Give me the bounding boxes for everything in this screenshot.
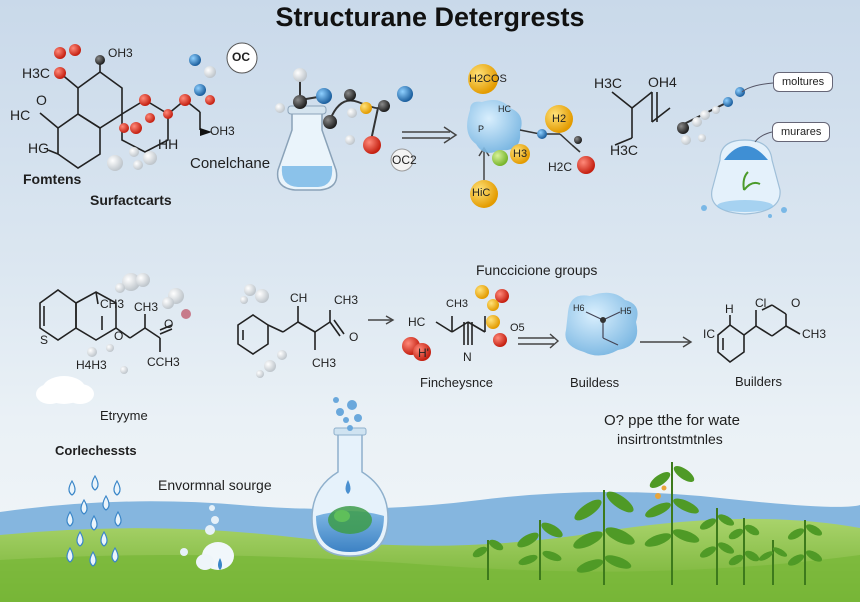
chem-h: H (725, 302, 734, 316)
reaction-complex (467, 64, 595, 208)
chem-o-3: O (164, 317, 174, 331)
chem-hc-bubble: HC (498, 104, 511, 114)
label-eryyme: Etryyme (100, 408, 148, 423)
label-note-line1: O? ppe tthe for wate (604, 412, 740, 429)
chem-o-1: O (36, 92, 47, 108)
label-buildess: Buildess (570, 375, 620, 390)
chem-h-prime: H' (418, 346, 429, 360)
chem-ic: IC (703, 327, 715, 341)
chem-h2cos: H2COS (469, 73, 507, 85)
chem-n: N (463, 350, 472, 364)
arrow-head-oh3 (200, 128, 212, 136)
chem-h3c-2: H3C (594, 75, 623, 91)
chem-h3c-3: H3C (610, 142, 639, 158)
droplets-left (66, 474, 122, 567)
chem-h1c: HiC (472, 187, 491, 199)
chem-h3c-1: H3C (22, 65, 51, 81)
label-surfactcarts: Surfactcarts (90, 192, 172, 208)
atoms-functional (402, 285, 509, 361)
callout-moltures: moltures (773, 72, 834, 92)
cluster-buildess (565, 292, 638, 356)
arrow-mid-2 (518, 333, 560, 349)
molecule-top-right (611, 91, 671, 146)
label-corlechessts: Corlechessts (55, 443, 137, 458)
molecule-builders (717, 304, 801, 364)
chem-hc-2: HC (408, 315, 426, 329)
label-conelchane: Conelchane (190, 155, 271, 172)
arrow-up-h1c (478, 146, 490, 180)
chem-hh: HH (158, 136, 179, 152)
foam-source (180, 505, 234, 570)
label-funccicione-groups: Funccicione groups (476, 262, 598, 278)
chem-ch3-f: CH3 (802, 327, 827, 341)
atoms-fomtens (54, 44, 216, 171)
atoms-top-right (677, 87, 745, 145)
chem-h5: H5 (620, 306, 632, 316)
chem-o-2: O (114, 329, 124, 343)
chem-o-4: O (349, 330, 359, 344)
page-title: Structurane Detergrests (275, 2, 585, 32)
callout-murares: murares (772, 122, 831, 142)
molecule-thiophene (39, 289, 173, 352)
droplet-flask (701, 139, 787, 218)
chem-o-5: O (791, 296, 801, 310)
chem-hg: HG (28, 140, 49, 156)
callout-lines (741, 82, 774, 143)
chem-h2: H2 (552, 113, 567, 125)
chem-h6: H6 (573, 303, 585, 313)
chem-p: P (478, 124, 485, 134)
chem-cch3: CCH3 (147, 355, 180, 369)
chem-oc2: OC2 (392, 153, 417, 167)
label-fomtens: Fomtens (23, 171, 82, 187)
chem-oc: OC (232, 50, 250, 64)
chem-h2c: H2C (548, 160, 573, 174)
label-fincheysnce: Fincheysnce (420, 375, 493, 390)
arrow-mid-3 (640, 336, 693, 348)
flask-globe (311, 397, 389, 557)
chem-ch3-d: CH3 (312, 356, 337, 370)
chem-s: S (40, 333, 49, 347)
bubbles-middle-left (36, 273, 191, 404)
chem-o5: O5 (510, 322, 525, 334)
label-envormnal-sourge: Envormnal sourge (158, 477, 272, 493)
molecule-benzene-chain (237, 306, 345, 355)
arrow-to-reaction (402, 126, 458, 144)
chem-hc-1: HC (10, 107, 31, 123)
bubbles-benzene (240, 284, 287, 378)
label-note-line2: insirtrontstmtnles (617, 431, 723, 447)
molecule-conelchane (226, 42, 414, 172)
molecule-functional (435, 316, 486, 345)
chem-oh4: OH4 (648, 74, 677, 90)
chem-ch3-e: CH3 (446, 298, 469, 310)
chem-h3: H3 (513, 148, 528, 160)
chem-oh3-1: OH3 (108, 46, 133, 60)
plants (472, 462, 823, 585)
chem-cl: Cl (755, 296, 767, 310)
chem-h4h3: H4H3 (76, 358, 107, 372)
chem-ch3-c: CH3 (334, 293, 359, 307)
arrow-mid-1 (368, 315, 395, 325)
label-builders: Builders (735, 374, 782, 389)
chem-ch3-a: CH3 (100, 297, 125, 311)
chem-ch: CH (290, 291, 308, 305)
chem-oh3-2: OH3 (210, 124, 235, 138)
chem-ch3-b: CH3 (134, 300, 159, 314)
